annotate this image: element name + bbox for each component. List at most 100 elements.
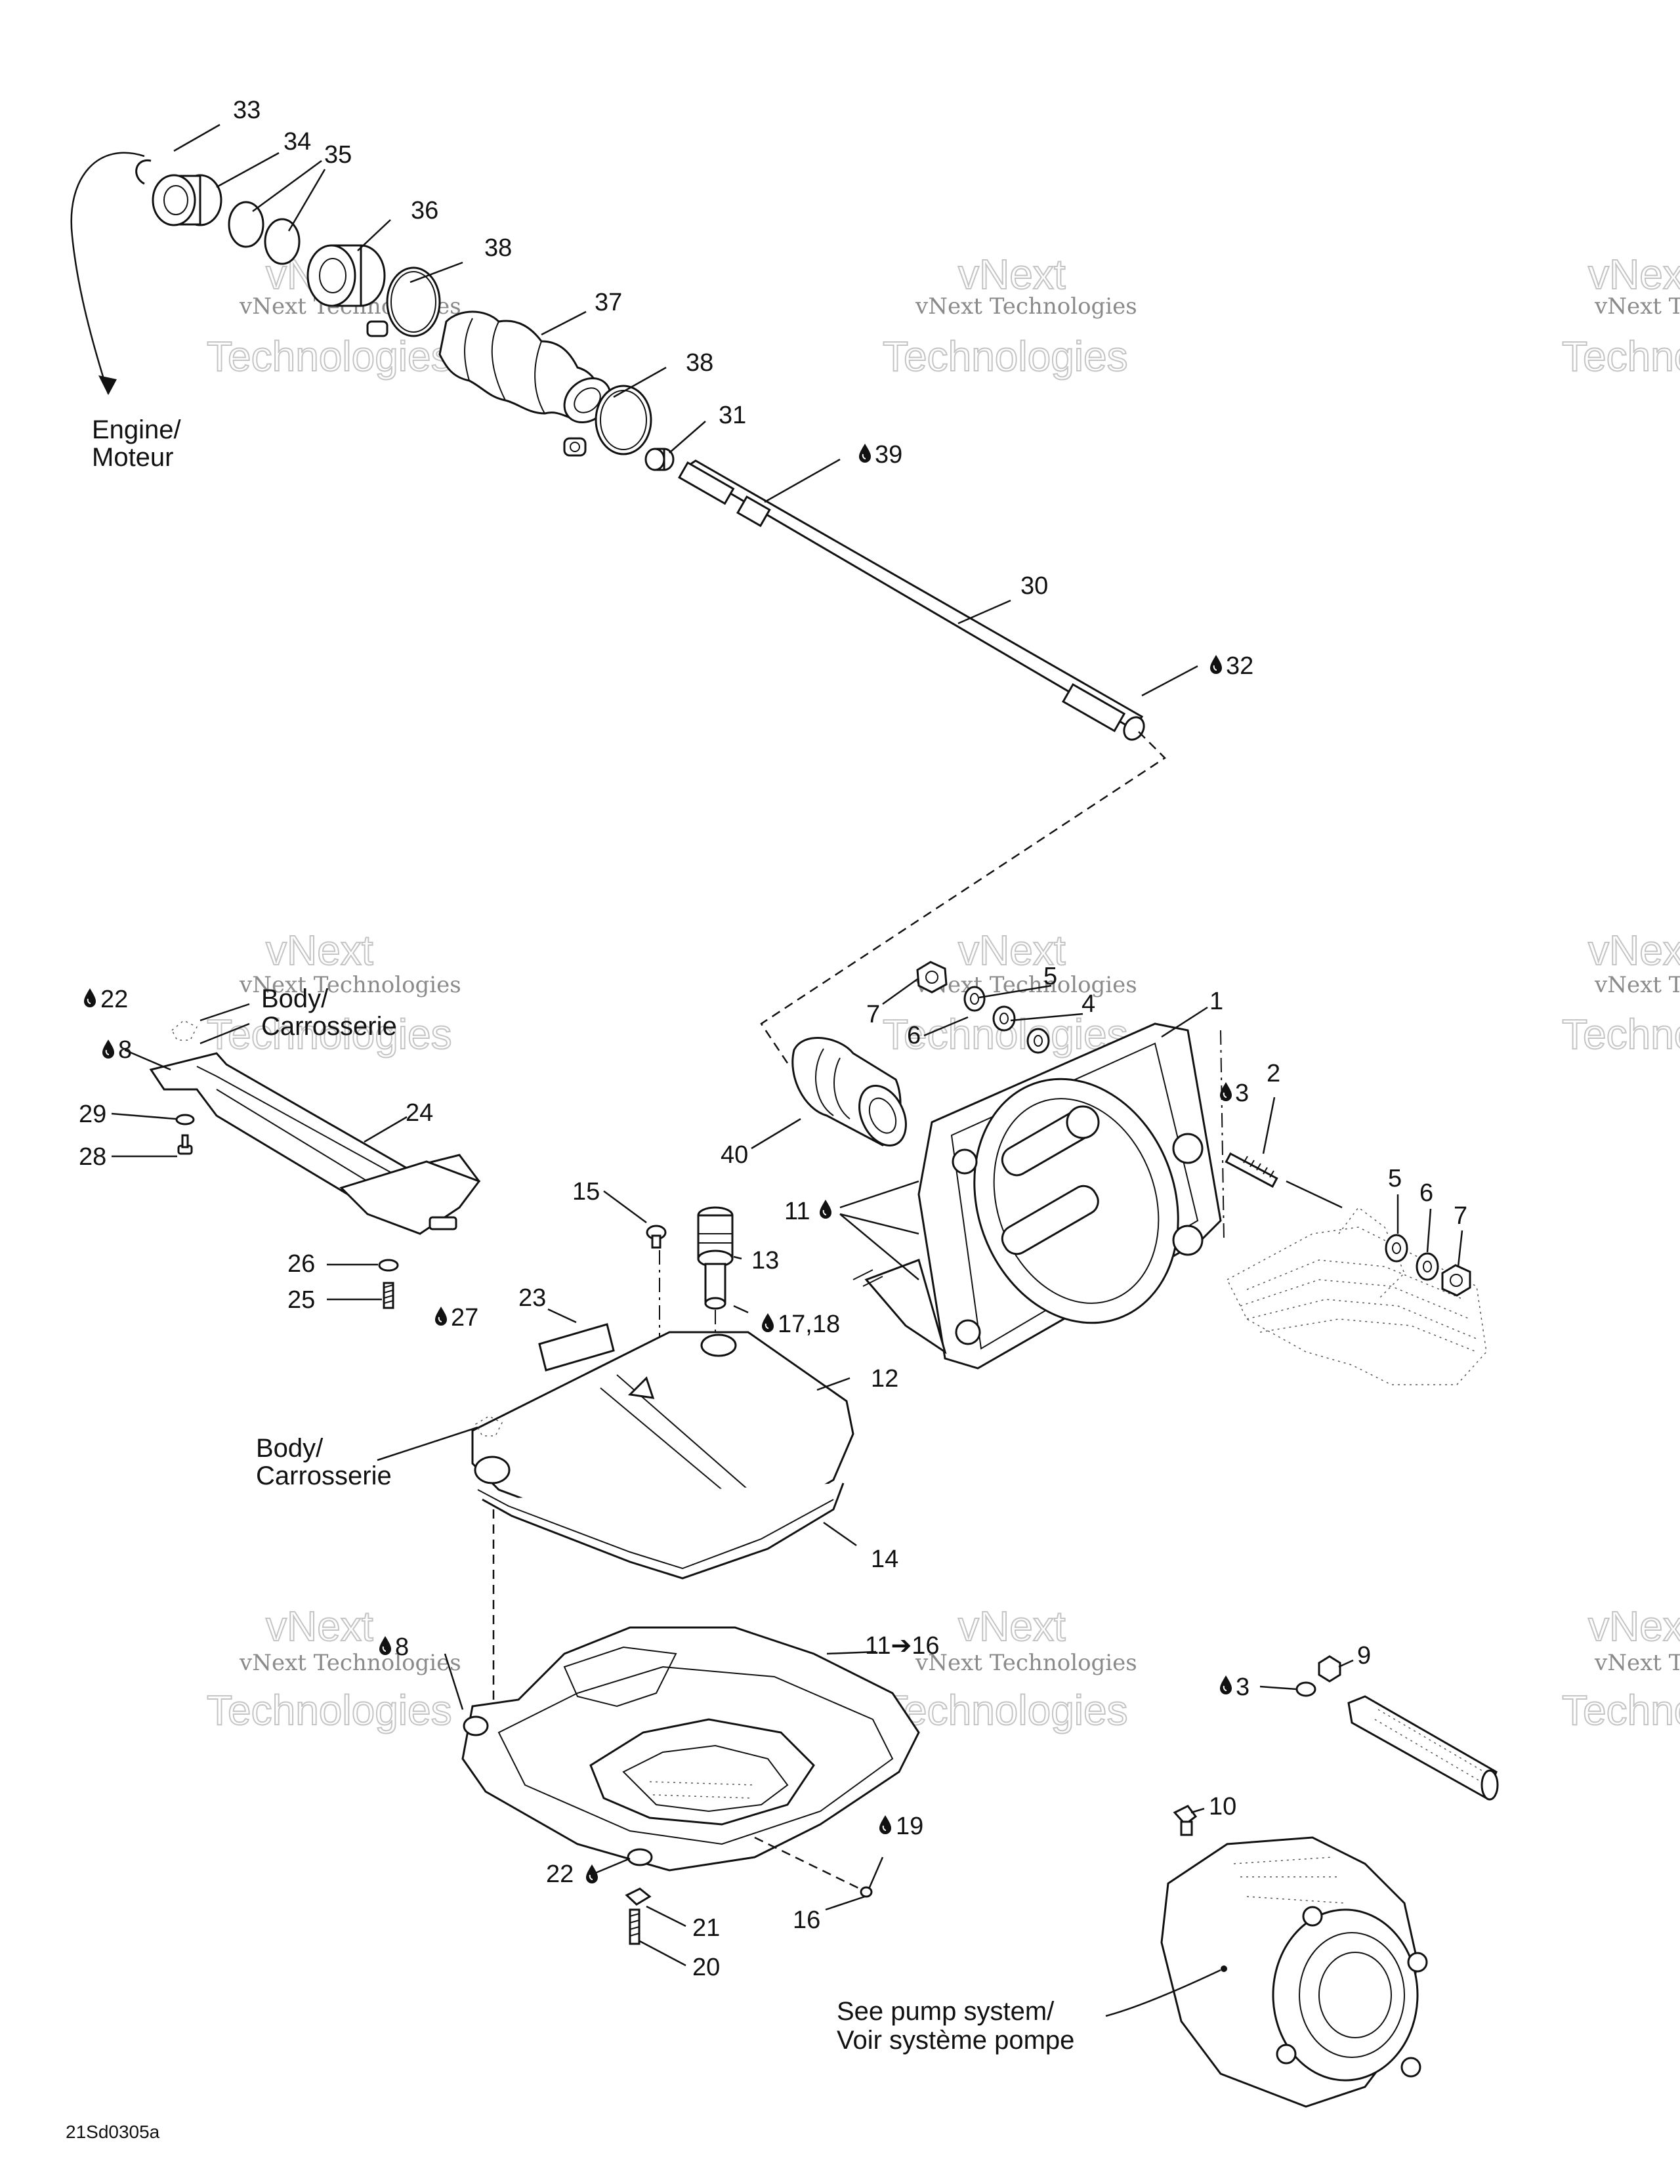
callout-33: 33: [233, 96, 261, 124]
nut-part: [1441, 1264, 1471, 1297]
lubricant-drop-icon: [820, 1200, 831, 1219]
callout-12: 12: [871, 1365, 898, 1393]
screw-part: [177, 1134, 193, 1155]
watermark-small: vNext Technologies: [239, 1650, 461, 1676]
pump-bolt-hole: [1302, 1906, 1323, 1927]
ride-plate-hole: [474, 1456, 511, 1484]
block-part: [538, 1323, 615, 1372]
washer-part: [963, 986, 986, 1012]
pump-reference-dot: [1221, 1965, 1227, 1972]
watermark-big: Technologies: [1562, 333, 1680, 380]
callout-27: 27: [451, 1304, 478, 1332]
callout-8: 8: [395, 1633, 409, 1661]
bearing-part: [306, 244, 386, 307]
callout-11-16: 11➔16: [865, 1632, 940, 1660]
pump-stud-part: [1347, 1695, 1499, 1801]
callout-5: 5: [1388, 1165, 1402, 1192]
seal-carrier-part: [152, 174, 222, 226]
support-bracket-assembly: [149, 1020, 481, 1309]
watermark-big: Technologies: [207, 1687, 452, 1734]
bushing-part: [791, 1037, 907, 1147]
gasket-edge: [477, 1489, 834, 1570]
nut-part: [916, 961, 948, 994]
nut-part: [1318, 1655, 1341, 1683]
callout-34: 34: [284, 128, 311, 156]
jet-pump-assembly: [1105, 1655, 1499, 2108]
intake-housing-rim: [497, 1666, 894, 1845]
clamp-part: [366, 266, 441, 337]
watermark-big: Technologies: [1562, 1011, 1680, 1058]
callout-7: 7: [866, 1001, 880, 1028]
callout-22: 22: [100, 986, 128, 1013]
callout-16: 16: [793, 1906, 820, 1934]
callout-31: 31: [719, 402, 746, 429]
ride-plate-tab: [627, 1376, 655, 1399]
driveshaft-assembly: [70, 152, 1166, 1064]
callout-23: 23: [518, 1284, 546, 1312]
pump-support-assembly: [791, 961, 1487, 1385]
watermark-big: vNext: [1588, 1603, 1680, 1650]
watermark-small: vNext Technologies: [1594, 1650, 1680, 1676]
callout-13: 13: [751, 1247, 779, 1274]
pump-system-note: Voir système pompe: [837, 2026, 1074, 2055]
callout-2: 2: [1267, 1060, 1280, 1087]
stud-part: [1225, 1152, 1278, 1188]
callout-22: 22: [546, 1860, 574, 1888]
lubricant-drop-icon: [586, 1864, 598, 1883]
support-plate-part: [339, 1160, 481, 1235]
watermark-big: vNext: [1588, 927, 1680, 974]
callout-labels: 33 34 35 36 38 37 38 31 39 30 32 22 8 29…: [79, 96, 1467, 1981]
lubricant-drop-icon: [1220, 1082, 1232, 1101]
callout-35: 35: [324, 141, 352, 169]
housing-hole: [463, 1715, 489, 1736]
pump-bolt-hole: [1407, 1952, 1428, 1973]
washer-part: [378, 1259, 399, 1272]
washer-part: [992, 1005, 1016, 1032]
lubricant-drop-icon: [859, 444, 871, 463]
intake-housing-pocket: [563, 1646, 677, 1708]
callout-24: 24: [406, 1099, 433, 1127]
screw-part: [629, 1908, 640, 1945]
watermark-big: Technologies: [207, 333, 452, 380]
alignment-dashdot-line: [1220, 1030, 1225, 1241]
bolt-part: [1173, 1805, 1198, 1836]
watermark-small: vNext Technologies: [239, 972, 461, 998]
callout-30: 30: [1020, 572, 1048, 600]
watermark-small: vNext Technologies: [915, 293, 1137, 320]
callout-29: 29: [79, 1101, 106, 1128]
intake-opening-inner: [622, 1744, 789, 1813]
watermark-big: Technologies: [883, 333, 1128, 380]
figure-reference-code: 21Sd0305a: [66, 2122, 160, 2142]
callout-3: 3: [1235, 1080, 1249, 1107]
hull-section-drawing: [1227, 1206, 1487, 1385]
engine-label: Engine/: [92, 415, 182, 444]
pump-outlet-flange: [1272, 1908, 1419, 2082]
body-label: Body/: [261, 984, 329, 1013]
callout-40: 40: [721, 1141, 748, 1169]
watermark-big: Technologies: [883, 1687, 1128, 1734]
screw-part: [383, 1282, 394, 1309]
callout-32: 32: [1226, 652, 1253, 680]
ride-plate-assembly: [471, 1206, 854, 1706]
callout-14: 14: [871, 1545, 898, 1573]
lubricant-drop-icon: [435, 1307, 447, 1326]
engine-label: Moteur: [92, 443, 174, 472]
callout-38: 38: [686, 349, 713, 377]
pump-outlet-bore: [1299, 1932, 1405, 2058]
callout-39: 39: [875, 441, 902, 469]
watermark-big: Technologies: [1562, 1687, 1680, 1734]
pump-support-housing: [852, 1022, 1222, 1370]
washer-part: [1385, 1234, 1408, 1263]
callout-21: 21: [692, 1914, 720, 1942]
bellows-boot-part: [438, 310, 612, 424]
callout-17-18: 17,18: [778, 1311, 840, 1338]
o-ring-part: [264, 218, 301, 265]
callout-11: 11: [784, 1198, 810, 1225]
screw-part: [646, 1225, 667, 1249]
callout-7: 7: [1454, 1202, 1467, 1230]
leader-lines: [111, 123, 1463, 1967]
callout-5: 5: [1043, 963, 1057, 990]
body-reference-point: [474, 1416, 503, 1437]
watermark-small: vNext Technologies: [1594, 972, 1680, 998]
